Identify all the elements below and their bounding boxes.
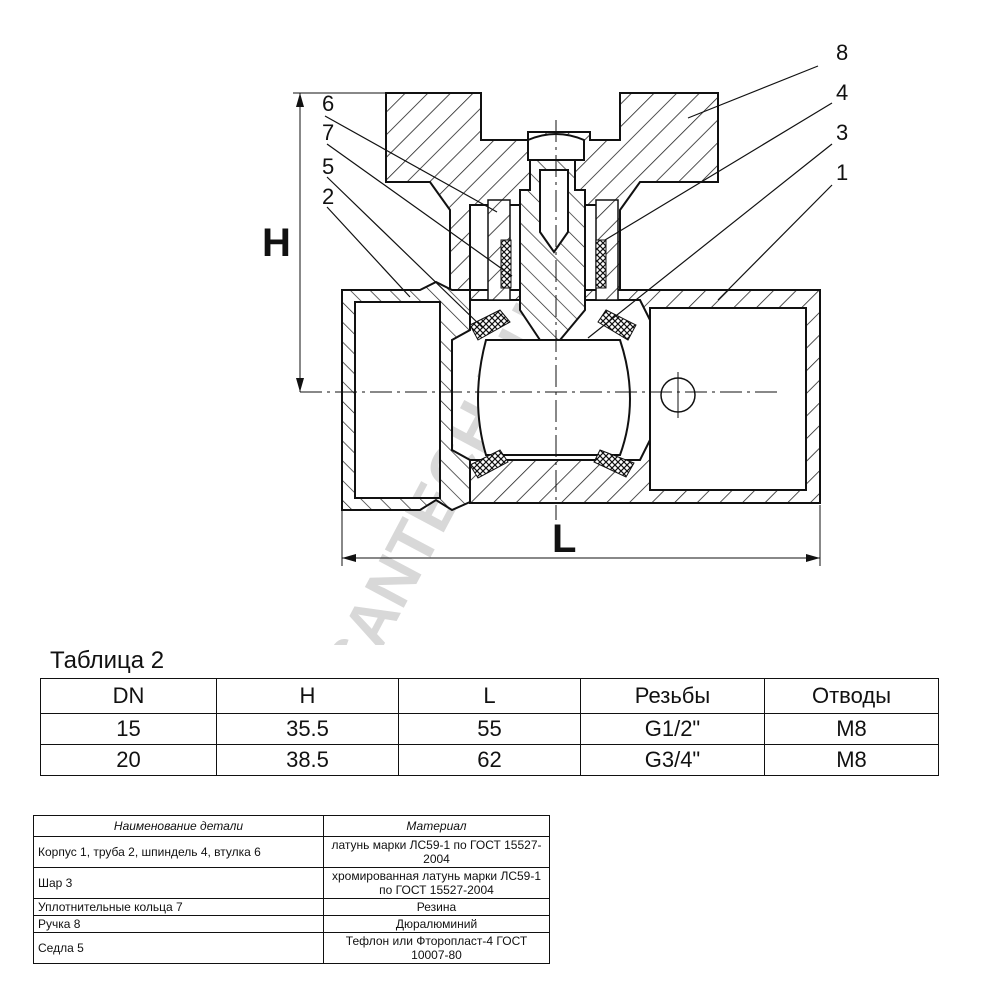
- material-cell: Тефлон или Фторопласт-4 ГОСТ 10007-80: [323, 932, 550, 964]
- table-header-cell: DN: [40, 678, 217, 714]
- callout-5: 5: [322, 154, 334, 179]
- materials-row: Ручка 8 Дюралюминий: [33, 915, 550, 933]
- callout-2: 2: [322, 184, 334, 209]
- part-name-cell: Уплотнительные кольца 7: [33, 898, 324, 916]
- body-bore: [649, 307, 807, 491]
- table-cell: G1/2": [580, 713, 765, 745]
- table-header-cell: L: [398, 678, 581, 714]
- materials-row: Шар 3 хромированная латунь марки ЛС59-1 …: [33, 867, 550, 899]
- callout-leaders: [324, 65, 833, 339]
- table2-caption: Таблица 2: [50, 647, 165, 674]
- dimension-h: [293, 92, 386, 392]
- materials-header-cell: Наименование детали: [33, 815, 324, 837]
- materials-row: Корпус 1, труба 2, шпиндель 4, втулка 6 …: [33, 836, 550, 868]
- ball-3: [477, 339, 631, 456]
- material-cell: Дюралюминий: [323, 915, 550, 933]
- table-cell: M8: [764, 713, 939, 745]
- part-name-cell: Ручка 8: [33, 915, 324, 933]
- dimensions-table: DN H L Резьбы Отводы 15 35.5 55 G1/2" M8…: [40, 678, 939, 776]
- callout-6: 6: [322, 91, 334, 116]
- seats-5-and-rings-7: [469, 239, 637, 479]
- table-cell: 35.5: [216, 713, 399, 745]
- part-name-cell: Шар 3: [33, 867, 324, 899]
- valve-cross-section-drawing: SANTECH.RU H L: [262, 40, 848, 645]
- materials-row: Уплотнительные кольца 7 Резина: [33, 898, 550, 916]
- materials-header-cell: Материал: [323, 815, 550, 837]
- materials-table: Наименование детали Материал Корпус 1, т…: [33, 815, 550, 964]
- table-cell: 15: [40, 713, 217, 745]
- dimension-l-label: L: [552, 517, 576, 561]
- table-cell: M8: [764, 744, 939, 776]
- material-cell: латунь марки ЛС59-1 по ГОСТ 15527-2004: [323, 836, 550, 868]
- callout-8: 8: [836, 40, 848, 65]
- material-cell: Резина: [323, 898, 550, 916]
- callout-1: 1: [836, 160, 848, 185]
- table-row: 20 38.5 62 G3/4" M8: [40, 744, 939, 776]
- table-cell: 55: [398, 713, 581, 745]
- part-name-cell: Корпус 1, труба 2, шпиндель 4, втулка 6: [33, 836, 324, 868]
- callout-7: 7: [322, 120, 334, 145]
- table-header-cell: Отводы: [764, 678, 939, 714]
- table-cell: G3/4": [580, 744, 765, 776]
- materials-header-row: Наименование детали Материал: [33, 815, 550, 837]
- materials-row: Седла 5 Тефлон или Фторопласт-4 ГОСТ 100…: [33, 932, 550, 964]
- dimension-h-label: H: [262, 221, 291, 265]
- material-cell: хромированная латунь марки ЛС59-1 по ГОС…: [323, 867, 550, 899]
- dimension-l: [341, 505, 821, 566]
- thread-symbol: [660, 372, 696, 418]
- part-name-cell: Седла 5: [33, 932, 324, 964]
- table-cell: 38.5: [216, 744, 399, 776]
- table-cell: 62: [398, 744, 581, 776]
- table-cell: 20: [40, 744, 217, 776]
- callout-3: 3: [836, 120, 848, 145]
- pipe-2: [341, 280, 471, 512]
- table-header-cell: H: [216, 678, 399, 714]
- table-header-cell: Резьбы: [580, 678, 765, 714]
- callout-4: 4: [836, 80, 848, 105]
- table-row: 15 35.5 55 G1/2" M8: [40, 713, 939, 745]
- table-header-row: DN H L Резьбы Отводы: [40, 678, 939, 714]
